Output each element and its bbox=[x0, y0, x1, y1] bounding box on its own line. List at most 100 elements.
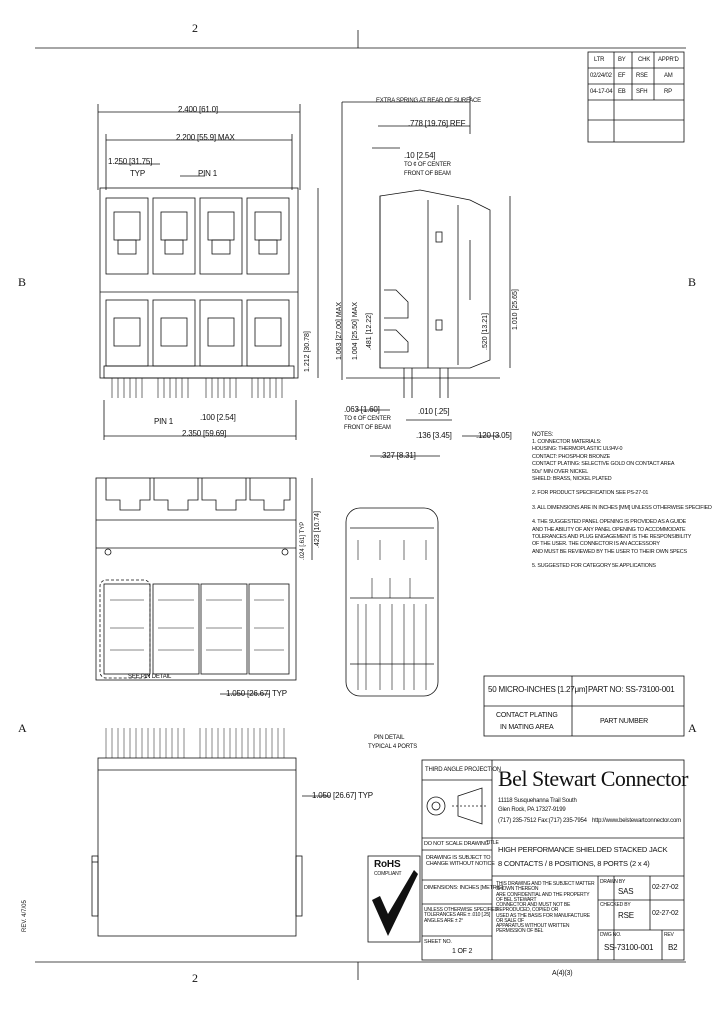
side-dim-pcb-note: TO ¢ OF CENTER bbox=[344, 416, 391, 422]
plan-dim-side: .024 [.61] TYP bbox=[300, 521, 306, 560]
checked-value: RSE bbox=[618, 911, 634, 920]
zone-top: 2 bbox=[192, 21, 198, 35]
front-dim-pin1: PIN 1 bbox=[198, 169, 218, 178]
footer-code: A(4)(3) bbox=[552, 970, 573, 977]
rev-row-1-appr: RP bbox=[664, 89, 672, 95]
rev-header-by: BY bbox=[618, 57, 626, 63]
side-dim-mid: .481 [12.22] bbox=[366, 313, 373, 350]
bottom-dim: 1.050 [26.67] TYP bbox=[312, 791, 373, 800]
company-website: http://www.belstewartconnector.com bbox=[592, 818, 681, 824]
side-dim-centerline: TO ¢ OF CENTER bbox=[404, 162, 451, 168]
rev-header-ltr: LTR bbox=[594, 57, 605, 63]
tolerances: UNLESS OTHERWISE SPECIFIED TOLERANCES AR… bbox=[424, 907, 499, 924]
note-line: 4. THE SUGGESTED PANEL OPENING IS PROVID… bbox=[532, 519, 687, 526]
side-margin-text: REV. 4/7/05 bbox=[22, 900, 28, 932]
dwg-value: SS-73100-001 bbox=[604, 943, 654, 952]
plan-callout: SEE PIN DETAIL bbox=[128, 674, 172, 680]
note-line: HOUSING: THERMOPLASTIC UL94V-0 bbox=[532, 446, 623, 453]
zone-left-b: B bbox=[18, 275, 26, 289]
title-line-2: 8 CONTACTS / 8 POSITIONS, 8 PORTS (2 x 4… bbox=[498, 859, 650, 868]
note-line: AND MUST BE REVIEWED BY THE USER TO THEI… bbox=[532, 548, 687, 555]
rev-row-0-chk: RSE bbox=[636, 73, 648, 79]
bottom-view-drawing bbox=[91, 728, 330, 937]
company-name: Bel Stewart Connector bbox=[498, 766, 688, 791]
side-dim-ref-height: 1.004 [25.50] MAX bbox=[352, 302, 359, 360]
rohs-compliant: COMPLIANT bbox=[374, 871, 402, 877]
rev-header-appr: APPR'D bbox=[658, 57, 679, 63]
plating-microinches: 50 MICRO-INCHES [1.27μm] bbox=[488, 685, 588, 694]
note-line: AND THE ABILITY OF ANY PANEL OPENING TO … bbox=[532, 526, 686, 533]
side-dim-right-a: 1.010 [25.65] bbox=[512, 289, 519, 330]
note-line: NOTES: bbox=[532, 432, 554, 438]
front-dim-bottom-width: 2.350 [59.69] bbox=[182, 429, 227, 438]
rev-row-0-by: EF bbox=[618, 73, 626, 79]
front-dim-pitch: 1.250 [31.75] bbox=[108, 157, 153, 166]
side-dim-front-of-beam: FRONT OF BEAM bbox=[404, 171, 451, 177]
note-line: CONTACT PLATING: SELECTIVE GOLD ON CONTA… bbox=[532, 461, 675, 468]
rev-row-0-appr: AM bbox=[664, 73, 673, 79]
change-note: DRAWING IS SUBJECT TO CHANGE WITHOUT NOT… bbox=[426, 855, 495, 867]
note-line: 2. FOR PRODUCT SPECIFICATION SEE PS-27-0… bbox=[532, 490, 649, 497]
title-label: TITLE bbox=[486, 840, 499, 846]
note-line: CONTACT: PHOSPHOR BRONZE bbox=[532, 453, 611, 460]
zone-bottom: 2 bbox=[192, 971, 198, 985]
zone-left-a: A bbox=[18, 721, 27, 735]
front-view-drawing bbox=[97, 104, 319, 440]
side-top-callout: EXTRA SPRING AT REAR OF SURFACE bbox=[376, 98, 481, 104]
pin-detail-sublabel: TYPICAL 4 PORTS bbox=[368, 744, 418, 750]
side-dim-pcb-note2: FRONT OF BEAM bbox=[344, 425, 391, 431]
rev-row-1-ltr: 04-17-04 bbox=[590, 89, 613, 95]
note-line: 5. SUGGESTED FOR CATEGORY 5E APPLICATION… bbox=[532, 563, 656, 570]
company-address-2: Glen Rock, PA 17327-9199 bbox=[498, 807, 566, 813]
pin-detail-label: PIN DETAIL bbox=[374, 735, 405, 741]
side-view-drawing bbox=[341, 96, 511, 457]
rohs-label: RoHS bbox=[374, 859, 401, 870]
rev-row-1-by: EB bbox=[618, 89, 626, 95]
front-dim-row-spacing: .100 [2.54] bbox=[200, 413, 236, 422]
zone-right-a: A bbox=[688, 721, 697, 735]
plating-contact: CONTACT PLATING bbox=[496, 712, 558, 719]
plating-part-no: PART NO: SS-73100-001 bbox=[588, 685, 675, 694]
plan-dim-bottom: 1.050 [26.67] TYP bbox=[226, 689, 287, 698]
rev-header-chk: CHK bbox=[638, 57, 651, 63]
note-line: 1. CONNECTOR MATERIALS: bbox=[532, 439, 602, 445]
rohs-check-icon bbox=[372, 870, 418, 936]
company-address-1: 11118 Susquehanna Trail South bbox=[498, 798, 577, 804]
pin-detail-drawing bbox=[345, 507, 439, 697]
rev-row-0-ltr: 02/24/02 bbox=[590, 73, 612, 79]
drawn-date: 02-27-02 bbox=[652, 884, 679, 891]
note-line bbox=[532, 513, 682, 518]
checked-label: CHECKED BY bbox=[600, 902, 631, 908]
rev-row-1-chk: SFH bbox=[636, 89, 648, 95]
side-dim-pcb: .063 [1.60] bbox=[344, 405, 380, 414]
front-dim-pin-row: PIN 1 bbox=[154, 417, 174, 426]
front-dim-height: 1.212 [30.78] bbox=[304, 331, 311, 372]
note-line bbox=[532, 484, 682, 489]
dims-in: DIMENSIONS: INCHES [METRIC] bbox=[424, 885, 503, 891]
note-line: 3. ALL DIMENSIONS ARE IN INCHES [MM] UNL… bbox=[532, 504, 712, 511]
front-dim-typ: TYP bbox=[130, 169, 145, 178]
side-dim-total: .327 [8.31] bbox=[380, 451, 416, 460]
notes-block: NOTES: 1. CONNECTOR MATERIALS: HOUSING: … bbox=[532, 432, 712, 570]
side-dim-tail: .010 [.25] bbox=[418, 407, 450, 416]
side-dim-offset: .10 [2.54] bbox=[404, 151, 436, 160]
projection-label: THIRD ANGLE PROJECTION bbox=[425, 767, 501, 773]
drawn-value: SAS bbox=[618, 887, 634, 896]
rev-label: REV bbox=[664, 932, 674, 938]
note-line bbox=[532, 499, 682, 504]
note-line: 50u" MIN OVER NICKEL bbox=[532, 468, 589, 475]
front-dim-max: 2.200 [55.9] MAX bbox=[176, 133, 235, 142]
company-phone: (717) 235-7512 Fax:(717) 235-7954 bbox=[498, 818, 587, 824]
dwg-label: DWG NO. bbox=[600, 932, 622, 938]
title-line-1: HIGH PERFORMANCE SHIELDED STACKED JACK bbox=[498, 845, 668, 854]
plan-dim-right: .423 [10.74] bbox=[314, 511, 321, 548]
sheet-value: 1 OF 2 bbox=[452, 948, 473, 955]
side-dim-max-height: 1.063 [27.00] MAX bbox=[336, 302, 343, 360]
zone-right-b: B bbox=[688, 275, 696, 289]
proprietary-notice: THIS DRAWING AND THE SUBJECT MATTER SHOW… bbox=[496, 881, 595, 935]
plating-part-number: PART NUMBER bbox=[600, 718, 648, 725]
plating-mating-area: IN MATING AREA bbox=[500, 724, 554, 731]
side-dim-foot2: .120 [3.05] bbox=[476, 431, 512, 440]
rev-value: B2 bbox=[668, 943, 678, 952]
